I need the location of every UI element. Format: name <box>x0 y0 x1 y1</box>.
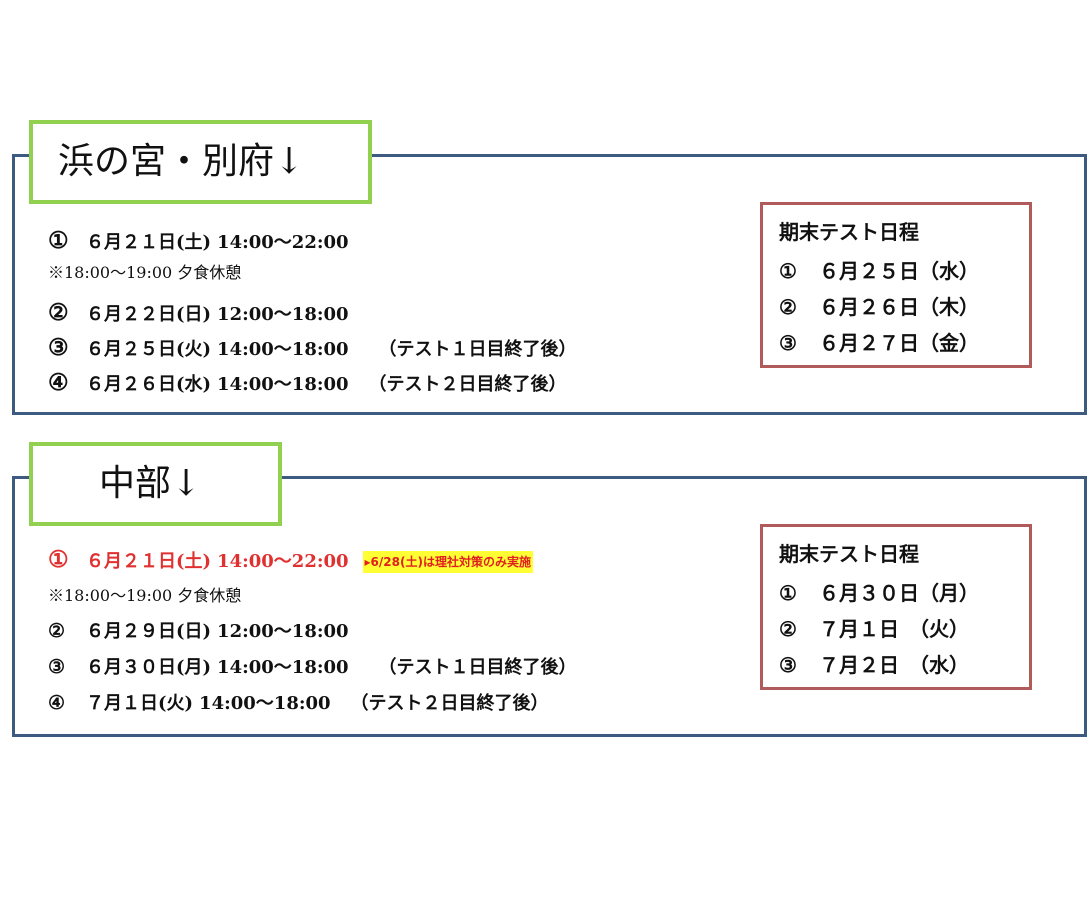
row-date: ６月２５日(火) <box>86 339 212 360</box>
row-date: ６月２９日(日) <box>86 621 212 642</box>
row-date: ７月１日(火) <box>86 693 194 714</box>
schedule-row: ④ ７月１日(火)14:00～18:00 （テスト２日目終了後） <box>48 688 549 718</box>
schedule-row: ② ６月２２日(日)12:00～18:00 <box>48 298 349 328</box>
exam-schedule-box: 期末テスト日程 ① ６月３０日（月） ② ７月１日 （火） ③ ７月２日 （水） <box>760 524 1032 690</box>
break-note: ※18:00～19:00 夕食休憩 <box>48 263 242 282</box>
row-note: （テスト１日目終了後） <box>378 339 577 360</box>
row-time: 14:00～22:00 <box>217 232 349 253</box>
exam-schedule-title: 期末テスト日程 <box>779 542 919 566</box>
exam-row-date: ７月１日 （火） <box>819 617 969 641</box>
row-date: ６月２１日(土) <box>86 551 212 572</box>
row-date: ６月２２日(日) <box>86 304 212 325</box>
exam-row-date: ６月２７日（金） <box>819 331 979 355</box>
row-number: ③ <box>48 656 66 678</box>
row-note: （テスト２日目終了後） <box>368 374 567 395</box>
exam-row-date: ６月３０日（月） <box>819 581 979 605</box>
row-time: 12:00～18:00 <box>217 621 349 642</box>
exam-row: ② ６月２６日（木） <box>779 289 1029 325</box>
exam-row-number: ① <box>779 581 797 605</box>
row-time: 12:00～18:00 <box>217 304 349 325</box>
exam-row-number: ③ <box>779 331 797 355</box>
schedule-row: ① ６月２１日(土)14:00～22:00 <box>48 226 349 256</box>
exam-row: ① ６月３０日（月） <box>779 575 1029 611</box>
exam-row-date: ７月２日 （水） <box>819 653 969 677</box>
row-number: ① <box>48 227 69 254</box>
row-date: ６月２６日(水) <box>86 374 212 395</box>
row-date: ６月２１日(土) <box>86 232 212 253</box>
section-title: 浜の宮・別府↓ <box>29 120 372 204</box>
exam-row-number: ② <box>779 295 797 319</box>
highlight-note: ▸6/28(土)は理社対策のみ実施 <box>362 551 533 573</box>
row-time: 14:00～18:00 <box>217 374 349 395</box>
section-title: 中部↓ <box>29 442 282 526</box>
break-note: ※18:00～19:00 夕食休憩 <box>48 586 242 605</box>
row-number: ② <box>48 620 66 642</box>
exam-row: ① ６月２５日（水） <box>779 253 1029 289</box>
exam-row: ③ ７月２日 （水） <box>779 647 1029 683</box>
row-number: ④ <box>48 369 69 396</box>
row-time: 14:00～18:00 <box>217 339 349 360</box>
row-time: 14:00～22:00 <box>217 551 349 572</box>
schedule-row-highlighted: ① ６月２１日(土)14:00～22:00 ▸6/28(土)は理社対策のみ実施 <box>48 545 533 575</box>
schedule-row: ③ ６月２５日(火)14:00～18:00 （テスト１日目終了後） <box>48 333 577 363</box>
row-note: （テスト１日目終了後） <box>378 657 577 678</box>
schedule-row: ③ ６月３０日(月)14:00～18:00 （テスト１日目終了後） <box>48 652 577 682</box>
row-date: ６月３０日(月) <box>86 657 212 678</box>
row-number: ③ <box>48 334 69 361</box>
exam-row: ② ７月１日 （火） <box>779 611 1029 647</box>
row-time: 14:00～18:00 <box>199 693 331 714</box>
row-note: （テスト２日目終了後） <box>350 693 549 714</box>
section-hamanomiya-beppu <box>12 154 1087 415</box>
exam-row-number: ① <box>779 259 797 283</box>
exam-row-number: ③ <box>779 653 797 677</box>
schedule-row: ② ６月２９日(日)12:00～18:00 <box>48 616 349 646</box>
schedule-row: ④ ６月２６日(水)14:00～18:00 （テスト２日目終了後） <box>48 368 567 398</box>
exam-row: ③ ６月２７日（金） <box>779 325 1029 361</box>
exam-row-date: ６月２５日（水） <box>819 259 979 283</box>
exam-row-number: ② <box>779 617 797 641</box>
exam-row-date: ６月２６日（木） <box>819 295 979 319</box>
row-number: ① <box>48 546 69 573</box>
row-time: 14:00～18:00 <box>217 657 349 678</box>
exam-schedule-title: 期末テスト日程 <box>779 220 919 244</box>
row-number: ② <box>48 299 69 326</box>
row-number: ④ <box>48 692 66 714</box>
section-chubu <box>12 476 1087 737</box>
exam-schedule-box: 期末テスト日程 ① ６月２５日（水） ② ６月２６日（木） ③ ６月２７日（金） <box>760 202 1032 368</box>
